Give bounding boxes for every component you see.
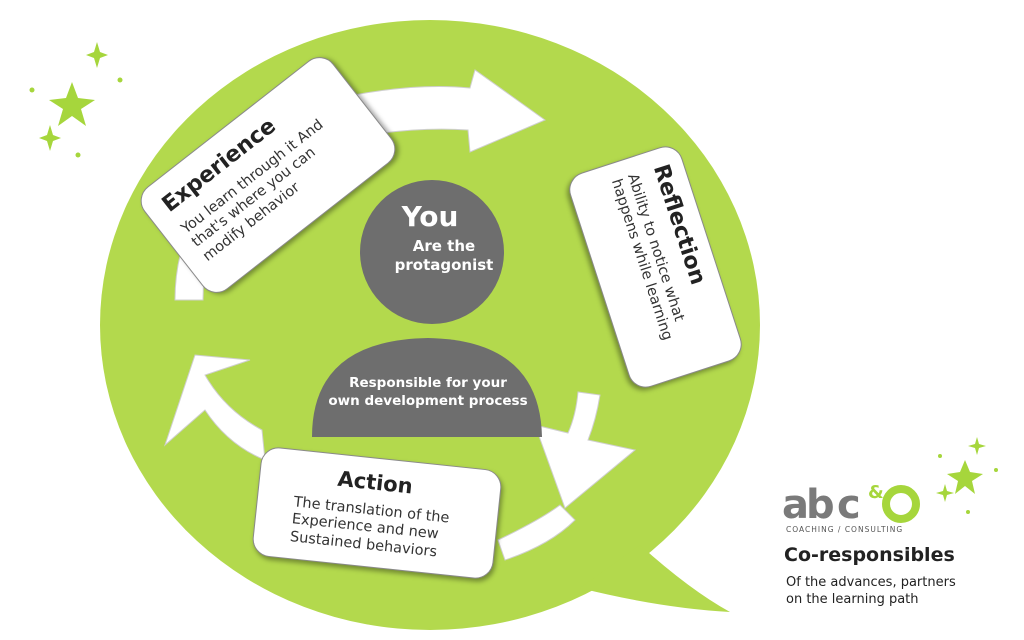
you-label: You: [401, 200, 459, 233]
logo-tagline: COACHING / CONSULTING: [786, 525, 904, 534]
abc-logo: ab c &: [782, 482, 920, 528]
logo-c: c: [837, 482, 861, 528]
co-responsibles-title: Co-responsibles: [784, 544, 955, 566]
sparkle-icons-left: [29, 42, 123, 158]
sparkle-icons-right: [936, 437, 998, 514]
responsibility-line-2: own development process: [328, 393, 528, 410]
protagonist-text: protagonist: [394, 255, 494, 274]
logo-amp: &: [868, 482, 884, 503]
action-description: The translation of the Experience and ne…: [289, 494, 493, 567]
person-icon: [312, 180, 542, 437]
co-responsibles-line-1: Of the advances, partners: [786, 575, 956, 590]
arrow-left: [163, 354, 266, 461]
person-body: [312, 338, 542, 437]
responsibility-line-1: Responsible for your: [349, 375, 507, 391]
responsibility-label: Responsible for your own development pro…: [312, 374, 544, 410]
logo-ab: ab: [782, 482, 833, 528]
co-responsibles-line-2: on the learning path: [786, 591, 919, 607]
ring-segment-bottom: [497, 504, 576, 561]
co-responsibles-description: Of the advances, partners on the learnin…: [786, 575, 986, 609]
are-the-text: Are the: [412, 237, 476, 255]
logo-green-ring: [882, 485, 920, 523]
arrow-right: [534, 391, 637, 509]
protagonist-label: Are the protagonist: [360, 237, 510, 275]
person-head: [360, 180, 504, 324]
